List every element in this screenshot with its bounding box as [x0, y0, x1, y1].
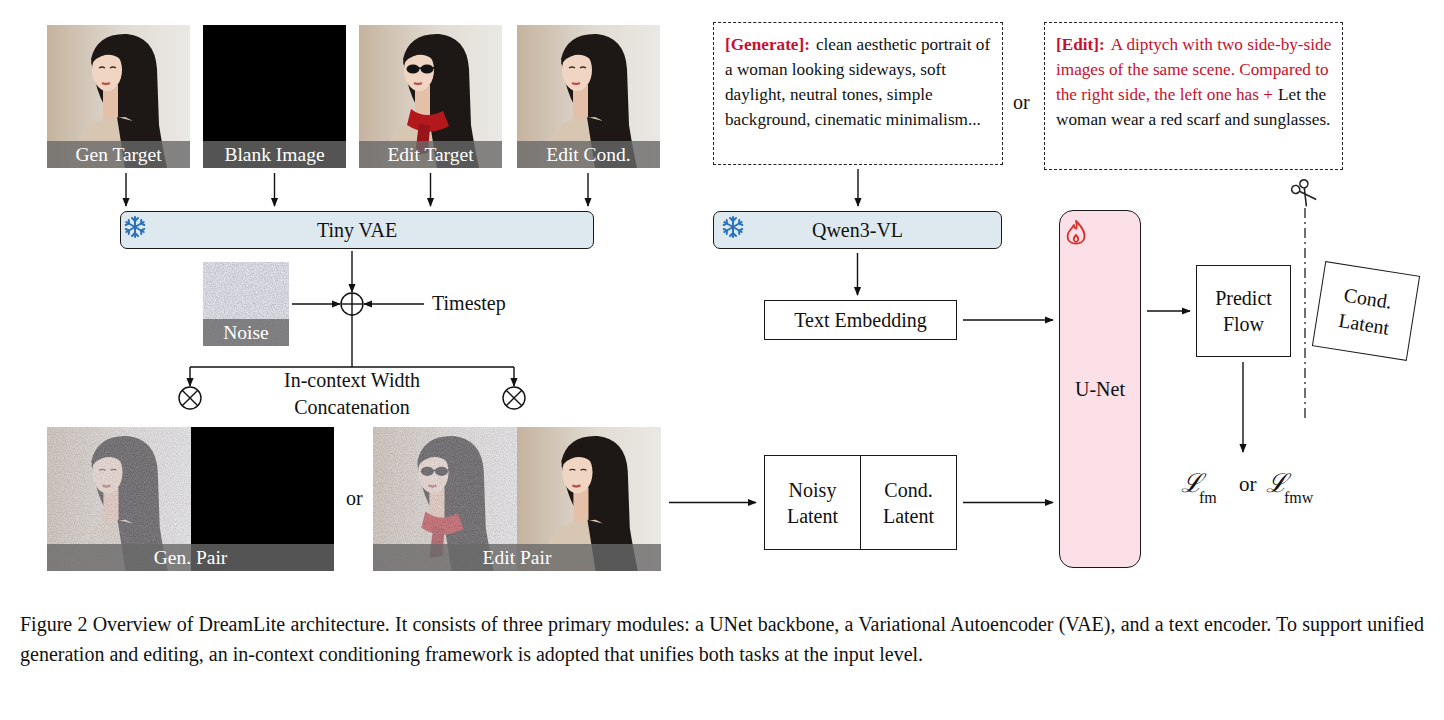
connector-arrow: [963, 319, 1053, 320]
noise-tile: Noise: [203, 262, 289, 346]
node-text: Tiny VAE: [317, 219, 397, 241]
image-pair: Gen. Pair: [47, 427, 334, 571]
prompt-text: [Edit]:A diptych with two side-by-side i…: [1056, 32, 1334, 132]
box-text: Text Embedding: [794, 307, 926, 333]
prompt-box: [Generate]:clean aesthetic portrait of a…: [713, 22, 1003, 165]
latent-box: Cond. Latent: [1312, 261, 1420, 361]
loss-subscript: fmw: [1284, 488, 1313, 507]
image-tile: Gen Target: [47, 25, 190, 168]
image-caption-band: Edit Pair: [373, 544, 661, 571]
image-caption-band: Gen. Pair: [47, 544, 334, 571]
trainable-icon: [1068, 221, 1085, 244]
portrait-image: [517, 25, 660, 168]
image-caption-band: Blank Image: [203, 141, 346, 168]
image-caption-band: Noise: [203, 319, 289, 346]
noise-image: [203, 262, 289, 346]
portrait-image: [359, 25, 502, 168]
process-box: Text Embedding: [764, 300, 957, 340]
image-tile: Edit Target: [359, 25, 502, 168]
image-caption-band: Edit Cond.: [517, 141, 660, 168]
blank-image: [203, 25, 346, 168]
encoder-box: Qwen3-VL: [713, 211, 1002, 249]
box-text: Cond. Latent: [1319, 279, 1412, 344]
process-box: Predict Flow: [1196, 265, 1291, 357]
node-text: U-Net: [1075, 378, 1125, 400]
box-text: Cond. Latent: [865, 477, 952, 529]
node-text: Predict Flow: [1215, 287, 1272, 335]
image-tile: Blank Image: [203, 25, 346, 168]
node-text: Blank Image: [224, 144, 324, 165]
separator-word: or: [346, 486, 363, 510]
flow-line: [190, 251, 1243, 452]
box-text: Predict Flow: [1201, 285, 1286, 337]
cut-line: [1304, 208, 1305, 422]
portrait-image: [47, 25, 190, 168]
connector-arrow: [1147, 310, 1190, 311]
figure-caption: Figure 2 Overview of DreamLite architect…: [20, 610, 1424, 669]
node-text: Cond. Latent: [1337, 284, 1394, 339]
separator-word: or: [1239, 472, 1257, 497]
box-text: Qwen3-VL: [812, 217, 903, 243]
box-text: Tiny VAE: [317, 217, 397, 243]
node-text: [Generate]:: [725, 35, 810, 54]
connector-arrow: [857, 169, 858, 206]
node-text: Qwen3-VL: [812, 219, 903, 241]
connector-arrow: [587, 173, 588, 206]
image-tile: Edit Cond.: [517, 25, 660, 168]
node-text: Cond. Latent: [883, 479, 934, 527]
node-text: Noisy Latent: [787, 479, 838, 527]
node-text: Text Embedding: [794, 309, 926, 331]
separator-word: or: [1013, 90, 1030, 114]
noisy-pair-image: [373, 427, 661, 571]
latent-box: Cond. Latent: [860, 455, 957, 550]
node-text: Gen. Pair: [154, 547, 228, 568]
prompt-box: [Edit]:A diptych with two side-by-side i…: [1044, 22, 1343, 170]
frozen-icon: [724, 217, 743, 237]
connector-arrow: [963, 502, 1053, 503]
connector-arrow: [857, 253, 858, 295]
latent-box: Noisy Latent: [764, 455, 861, 550]
operation-label: In-context Width Concatenation: [262, 367, 442, 421]
backbone-box: U-Net: [1059, 210, 1141, 568]
box-text: Noisy Latent: [769, 477, 856, 529]
node-text: Edit Target: [387, 144, 473, 165]
node-text: Edit Cond.: [546, 144, 631, 165]
image-pair: Edit Pair: [373, 427, 661, 571]
node-text: Noise: [223, 322, 269, 343]
connector-arrow: [669, 502, 756, 503]
connector-arrow: [430, 173, 431, 206]
loss-subscript: fm: [1199, 488, 1217, 507]
frozen-icon: [126, 217, 145, 237]
noisy-pair-image: [47, 427, 334, 571]
scissors-icon: [1290, 178, 1319, 208]
concat-operator: [179, 387, 525, 409]
connector-arrow: [274, 173, 275, 206]
encoder-box: Tiny VAE: [120, 211, 594, 249]
node-text: Edit Pair: [483, 547, 552, 568]
node-text: [Edit]:: [1056, 35, 1105, 54]
add-operator: [341, 293, 363, 315]
box-text: U-Net: [1075, 376, 1125, 402]
input-label: Timestep: [432, 291, 506, 315]
prompt-text: [Generate]:clean aesthetic portrait of a…: [725, 32, 994, 132]
image-caption-band: Gen Target: [47, 141, 190, 168]
image-caption-band: Edit Target: [359, 141, 502, 168]
connector-arrow: [125, 173, 126, 206]
node-text: Gen Target: [75, 144, 161, 165]
